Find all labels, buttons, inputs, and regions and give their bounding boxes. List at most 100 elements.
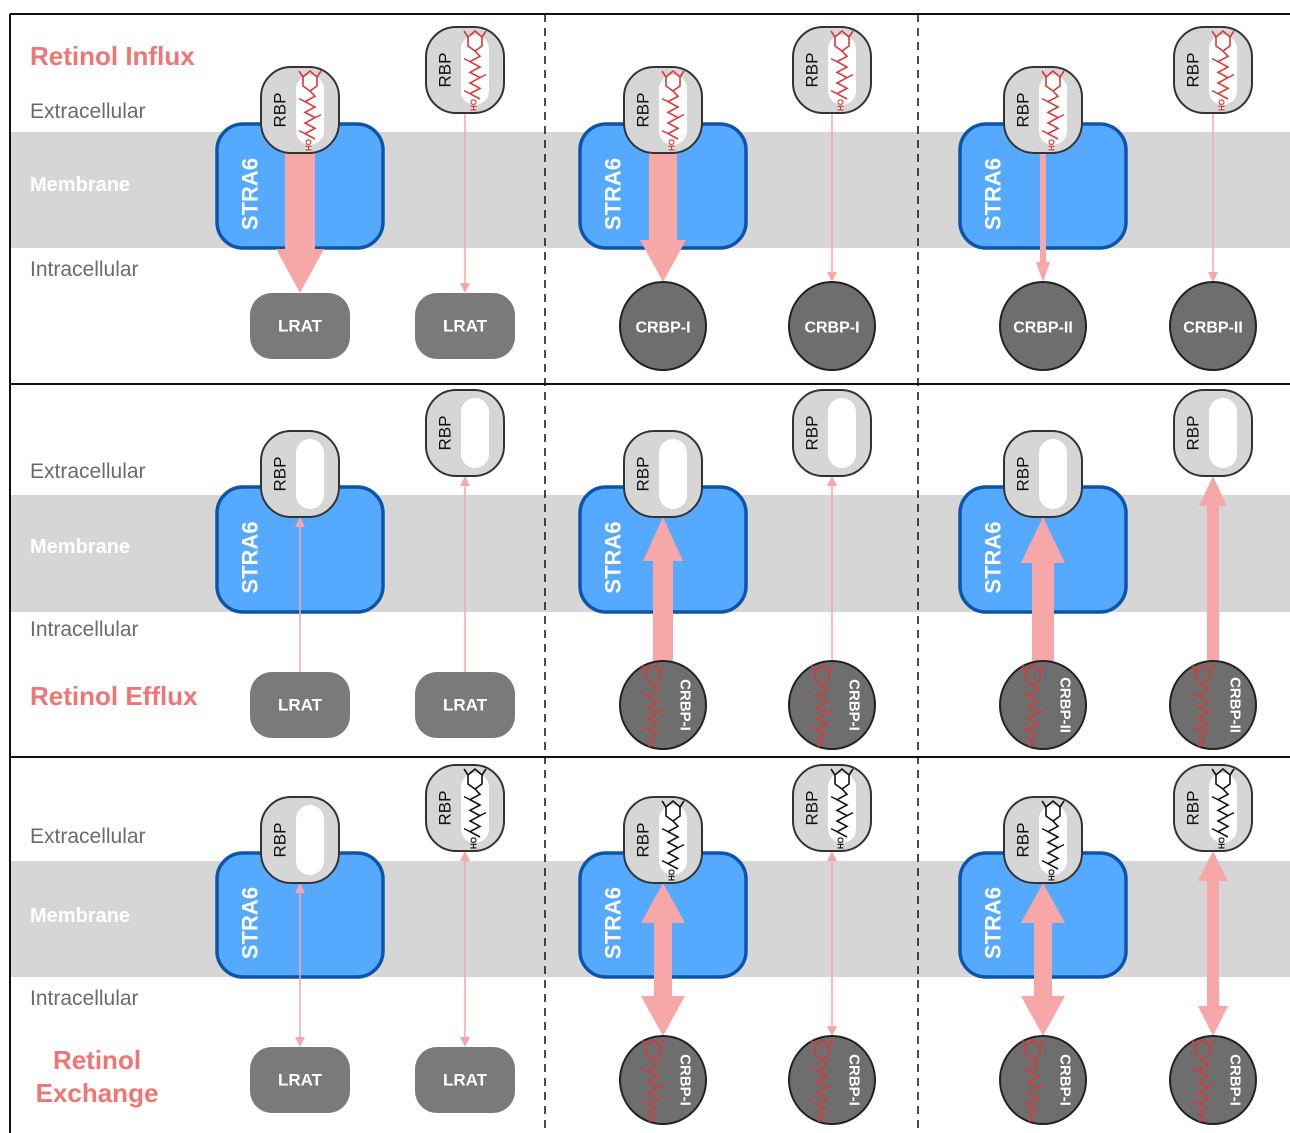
crbp1-body (999, 1035, 1087, 1125)
retinol-branch (657, 1084, 665, 1089)
retinol-molecule: HO (1191, 663, 1215, 747)
lrat-label: LRAT (443, 317, 488, 336)
hydroxyl-label: HO (1028, 1110, 1037, 1122)
retinol-methyl (316, 70, 322, 78)
retinol-molecule: HO (810, 663, 834, 747)
retinol-branch (479, 812, 487, 817)
transport-arrow (460, 851, 470, 1047)
retinol-ring (645, 663, 661, 686)
retinol-molecule: HO (1021, 1038, 1045, 1122)
retinol-ring (1045, 799, 1061, 822)
retinol-ring (467, 767, 483, 790)
arrow-shaft (464, 861, 466, 1037)
transport-arrow (827, 476, 837, 661)
retinol-branch (1227, 74, 1235, 79)
rbp-label: RBP (634, 93, 653, 128)
crbp1-protein: CRBP-I (619, 281, 707, 371)
arrow-shaft (831, 113, 833, 272)
retinol-chain (1196, 1059, 1210, 1111)
arrow-shaft (1212, 113, 1214, 272)
retinol-ring (814, 663, 830, 686)
crbp2-label: CRBP-II (1013, 320, 1073, 337)
retinol-methyl (1041, 70, 1047, 78)
rbp-label: RBP (1014, 457, 1033, 492)
retinol-molecule: HO (830, 767, 854, 849)
retinol-methyl (463, 768, 469, 776)
hydroxyl-label: HO (1198, 1110, 1207, 1122)
retinol-molecule: HO (1211, 29, 1235, 111)
arrow-head (1198, 851, 1228, 881)
retinol-branch (1041, 98, 1049, 103)
retinol-branch (810, 692, 818, 697)
arrow-head (1021, 996, 1065, 1036)
crbp2-label: CRBP-II (1057, 677, 1074, 733)
retinol-molecule: HO (1211, 767, 1235, 849)
retinol-branch (1191, 725, 1199, 731)
retinol-chain (1026, 1059, 1040, 1111)
retinol-chain (303, 90, 317, 140)
rbp-protein: RBP (260, 796, 340, 884)
arrow-head (827, 851, 837, 861)
retinol-methyl (1209, 1039, 1215, 1047)
retinol-branch (830, 58, 838, 63)
retinol-methyl (830, 30, 836, 38)
retinol-methyl (481, 30, 487, 38)
arrow-shaft (831, 861, 833, 1026)
retinol-chain (835, 50, 849, 100)
retinol-branch (463, 58, 471, 63)
hydroxyl-label: HO (1218, 99, 1227, 111)
retinol-chain (666, 820, 680, 870)
arrow-head (460, 476, 470, 486)
retinol-branch (1021, 692, 1029, 697)
arrow-shaft (299, 893, 301, 1037)
retinol-ring (1215, 767, 1231, 790)
retinol-methyl (661, 800, 667, 808)
retinol-chain (1046, 820, 1060, 870)
crbp1-body (619, 1035, 707, 1125)
arrow-shaft (299, 527, 301, 672)
rbp-label: RBP (803, 791, 822, 826)
rbp-protein: RBP (1173, 389, 1253, 477)
arrow-head (827, 476, 837, 486)
crbp1-label: CRBP-I (677, 1054, 694, 1106)
retinol-molecule: HO (641, 663, 665, 747)
retinol-branch (1021, 1067, 1029, 1072)
crbp2-protein: CRBP-II (999, 281, 1087, 371)
rbp-protein: RBP HO (792, 764, 872, 852)
retinol-molecule: HO (661, 799, 685, 881)
arrow-head (1199, 476, 1227, 506)
stra6-label: STRA6 (601, 521, 626, 593)
retinol-branch (1211, 58, 1219, 63)
rbp-protein: RBP (1003, 430, 1083, 518)
stra6-label: STRA6 (601, 158, 626, 230)
lrat-protein: LRAT (250, 672, 350, 738)
arrow-shaft (1207, 881, 1219, 1006)
lrat-protein: LRAT (415, 1047, 515, 1113)
rbp-label: RBP (1184, 416, 1203, 451)
lrat-protein: LRAT (415, 293, 515, 359)
retinol-molecule: HO (1041, 69, 1065, 151)
retinol-molecule: HO (830, 29, 854, 111)
retinol-methyl (848, 768, 854, 776)
rbp-label: RBP (634, 457, 653, 492)
arrow-head (641, 996, 685, 1036)
retinol-methyl (1021, 664, 1027, 672)
retinol-branch (661, 828, 669, 833)
arrow-head (640, 240, 686, 282)
transport-arrow (1208, 113, 1218, 282)
retinol-methyl (1211, 768, 1217, 776)
retinol-branch (1211, 90, 1219, 95)
crbp1-body (619, 660, 707, 750)
transport-arrow (1021, 517, 1065, 661)
hydroxyl-label: HO (648, 1110, 657, 1122)
